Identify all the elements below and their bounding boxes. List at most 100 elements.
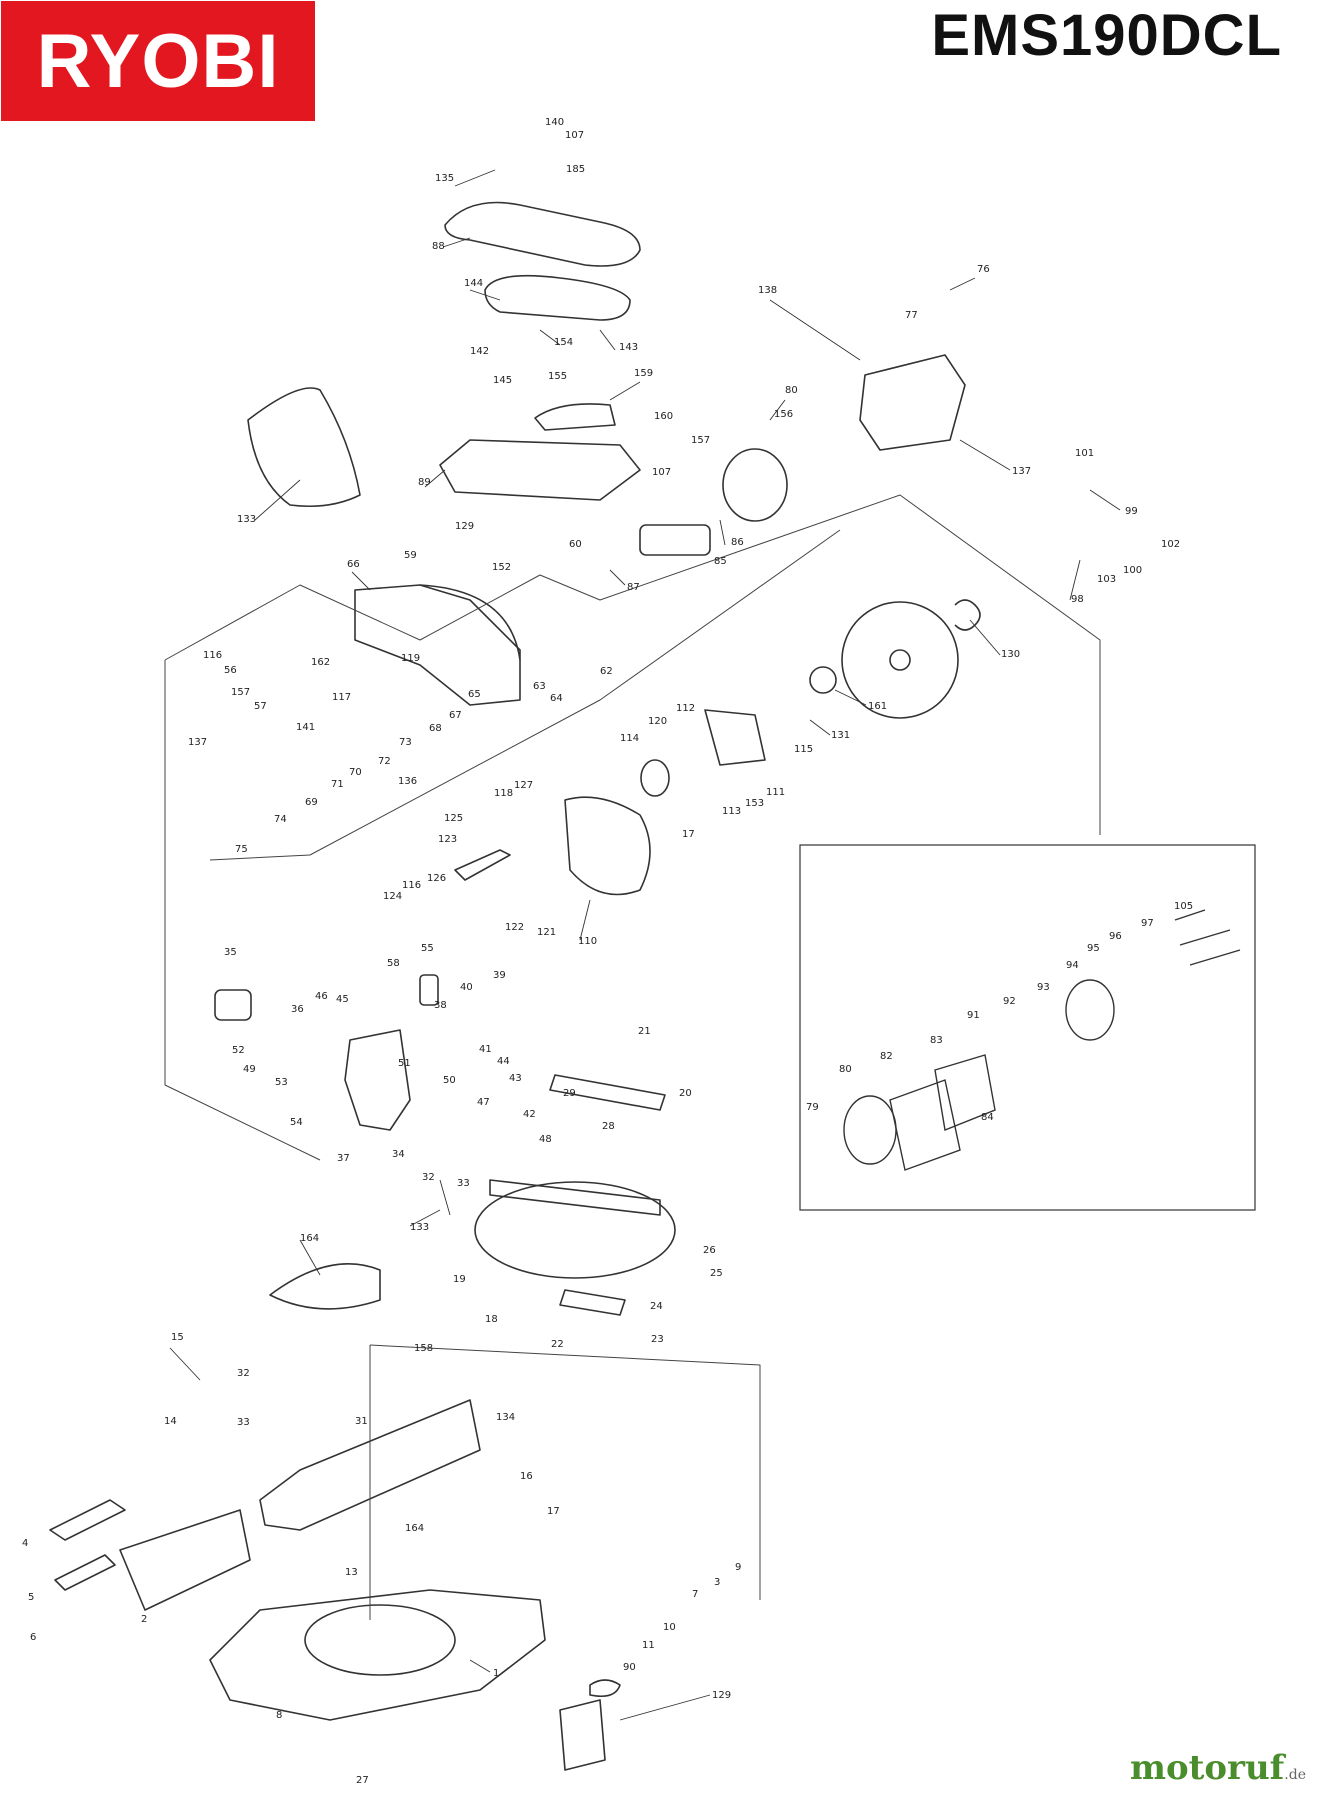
bolt-105c: [1189, 949, 1241, 966]
part-label-143: 143: [619, 342, 638, 353]
part-label-90: 90: [623, 1662, 636, 1673]
part-label-46: 46: [315, 991, 328, 1002]
brand-name: RYOBI: [36, 18, 280, 104]
part-label-141: 141: [296, 722, 315, 733]
part-label-54: 54: [290, 1117, 303, 1128]
pin-55: [419, 974, 439, 1006]
part-label-124: 124: [383, 891, 402, 902]
turntable-19: [474, 1181, 676, 1279]
part-label-17a: 17: [682, 829, 695, 840]
part-label-131: 131: [831, 730, 850, 741]
flange-161: [809, 666, 837, 694]
part-label-137a: 137: [1012, 466, 1031, 477]
pivot-bracket: [344, 1029, 411, 1131]
part-label-57: 57: [254, 701, 267, 712]
end-cap-94: [1065, 979, 1115, 1041]
motor-cover-77: [859, 354, 966, 451]
part-label-154: 154: [554, 337, 573, 348]
part-label-164b: 164: [405, 1523, 424, 1534]
part-label-122: 122: [505, 922, 524, 933]
handle-4: [49, 1499, 126, 1541]
bolt-105b: [1179, 929, 1231, 946]
part-label-39: 39: [493, 970, 506, 981]
part-label-59: 59: [404, 550, 417, 561]
part-label-19: 19: [453, 1274, 466, 1285]
part-label-118: 118: [494, 788, 513, 799]
part-label-36: 36: [291, 1004, 304, 1015]
part-label-89: 89: [418, 477, 431, 488]
part-label-1: 1: [493, 1668, 499, 1679]
part-label-20: 20: [679, 1088, 692, 1099]
bolt-105a: [1174, 909, 1206, 921]
part-label-32b: 32: [237, 1368, 250, 1379]
part-label-162: 162: [311, 657, 330, 668]
part-label-8: 8: [276, 1710, 282, 1721]
lower-blade-guard: [564, 796, 651, 896]
part-label-158: 158: [414, 1343, 433, 1354]
part-label-69: 69: [305, 797, 318, 808]
part-label-77: 77: [905, 310, 918, 321]
part-label-28: 28: [602, 1121, 615, 1132]
part-label-107a: 107: [565, 130, 584, 141]
part-label-161: 161: [868, 701, 887, 712]
part-label-75: 75: [235, 844, 248, 855]
part-label-116b: 116: [402, 880, 421, 891]
part-label-105: 105: [1174, 901, 1193, 912]
part-label-32: 32: [422, 1172, 435, 1183]
link-123: [454, 849, 511, 881]
part-label-86: 86: [731, 537, 744, 548]
part-label-155: 155: [548, 371, 567, 382]
part-label-43: 43: [509, 1073, 522, 1084]
part-label-138: 138: [758, 285, 777, 296]
part-label-129b: 129: [712, 1690, 731, 1701]
part-label-44: 44: [497, 1056, 510, 1067]
part-label-14: 14: [164, 1416, 177, 1427]
part-label-82: 82: [880, 1051, 893, 1062]
part-label-159: 159: [634, 368, 653, 379]
part-label-56: 56: [224, 665, 237, 676]
part-label-136: 136: [398, 776, 417, 787]
upper-guard-arc: [419, 584, 521, 661]
part-label-2: 2: [141, 1614, 147, 1625]
part-label-135: 135: [435, 173, 454, 184]
part-label-157a: 157: [691, 435, 710, 446]
part-label-152: 152: [492, 562, 511, 573]
saw-blade: [841, 601, 959, 719]
support-5: [54, 1554, 116, 1591]
part-label-5: 5: [28, 1592, 34, 1603]
part-label-130: 130: [1001, 649, 1020, 660]
part-label-84: 84: [981, 1112, 994, 1123]
base-turntable-ring: [304, 1604, 456, 1676]
part-label-48: 48: [539, 1134, 552, 1145]
part-label-13: 13: [345, 1567, 358, 1578]
part-label-35: 35: [224, 947, 237, 958]
watermark-suffix: .de: [1284, 1767, 1306, 1783]
part-label-153: 153: [745, 798, 764, 809]
part-label-55: 55: [421, 943, 434, 954]
part-label-33b: 33: [237, 1417, 250, 1428]
part-label-22: 22: [551, 1339, 564, 1350]
part-label-63: 63: [533, 681, 546, 692]
part-label-64: 64: [550, 693, 563, 704]
field-coil-housing: [722, 448, 788, 522]
part-label-17b: 17: [547, 1506, 560, 1517]
part-label-111: 111: [766, 787, 785, 798]
part-label-87: 87: [627, 582, 640, 593]
part-label-67: 67: [449, 710, 462, 721]
part-label-125: 125: [444, 813, 463, 824]
part-label-7: 7: [692, 1589, 698, 1600]
part-label-107b: 107: [652, 467, 671, 478]
clamp-129: [559, 1699, 606, 1771]
part-label-114: 114: [620, 733, 639, 744]
turntable-insert: [489, 1179, 661, 1216]
part-label-9: 9: [735, 1562, 741, 1573]
part-label-129: 129: [455, 521, 474, 532]
part-label-58: 58: [387, 958, 400, 969]
brand-logo: RYOBI: [1, 1, 315, 121]
part-label-156: 156: [774, 409, 793, 420]
part-label-70: 70: [349, 767, 362, 778]
part-label-10: 10: [663, 1622, 676, 1633]
fence-31: [259, 1399, 481, 1531]
fence-20: [549, 1074, 666, 1111]
